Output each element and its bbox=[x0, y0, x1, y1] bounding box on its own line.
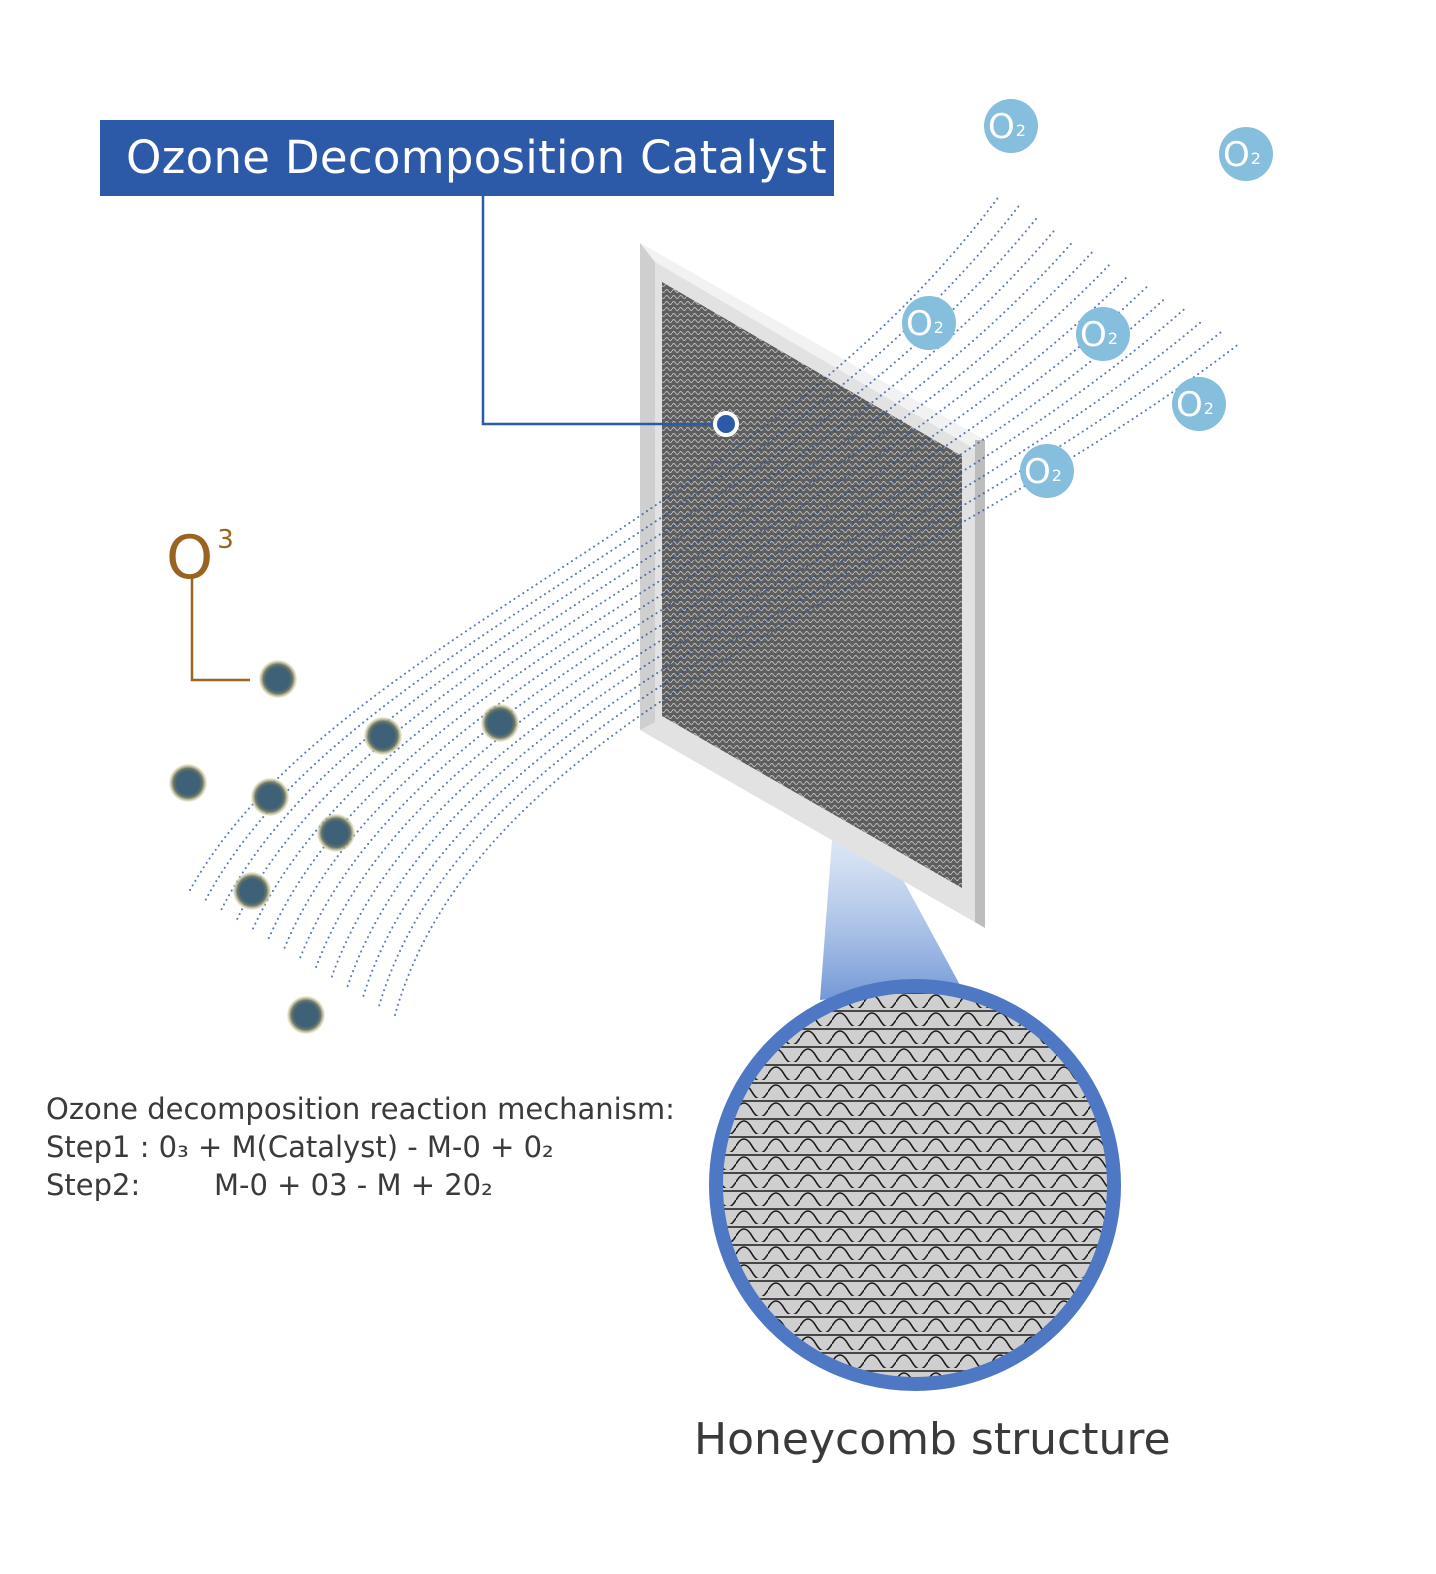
airflow-line bbox=[394, 342, 1241, 1016]
honeycomb-magnifier bbox=[709, 979, 1121, 1391]
airflow-line bbox=[346, 307, 1186, 988]
airflow-line bbox=[362, 319, 1205, 997]
airflow-line bbox=[378, 330, 1223, 1007]
o2-molecule: O2 bbox=[1219, 127, 1273, 181]
o2-molecule-circle bbox=[984, 99, 1038, 153]
o2-molecule-circle bbox=[1172, 377, 1226, 431]
o3-molecule bbox=[233, 872, 271, 910]
o3-molecule bbox=[317, 814, 355, 852]
title-leader-line bbox=[481, 196, 739, 437]
o2-molecule: O2 bbox=[984, 99, 1038, 153]
o3-molecule bbox=[251, 778, 289, 816]
o2-molecule-circle bbox=[902, 296, 956, 350]
o2-molecule: O2 bbox=[902, 296, 956, 350]
mechanism-step1: Step1 : 0₃ + M(Catalyst) - M-0 + 0₂ bbox=[46, 1130, 554, 1164]
title-text: Ozone Decomposition Catalyst bbox=[126, 131, 827, 184]
o2-molecule: O2 bbox=[1172, 377, 1226, 431]
callout-point bbox=[713, 411, 739, 437]
o2-molecule-circle bbox=[1020, 444, 1074, 498]
o2-molecule: O2 bbox=[1076, 307, 1130, 361]
o3-molecule bbox=[169, 764, 207, 802]
honeycomb-label: Honeycomb structure bbox=[694, 1414, 1171, 1465]
o3-molecule bbox=[481, 704, 519, 742]
airflow-line bbox=[330, 296, 1168, 978]
airflow-line bbox=[299, 273, 1131, 959]
o3-molecule bbox=[364, 717, 402, 755]
o3-superscript: 3 bbox=[217, 525, 234, 555]
mechanism-heading: Ozone decomposition reaction mechanism: bbox=[46, 1092, 675, 1126]
o2-molecule: O2 bbox=[1020, 444, 1074, 498]
airflow-line bbox=[204, 205, 1020, 901]
mechanism-step2-label: Step2: bbox=[46, 1168, 141, 1202]
o3-leader-line bbox=[190, 578, 250, 682]
airflow-line bbox=[236, 228, 1057, 920]
filter-mesh bbox=[662, 282, 962, 888]
airflow-line bbox=[315, 285, 1149, 968]
o3-molecule bbox=[259, 660, 297, 698]
mechanism-step2: Step2: M-0 + 03 - M + 20₂ bbox=[46, 1166, 675, 1204]
o3-molecules bbox=[169, 660, 519, 1034]
o2-molecule-circle bbox=[1076, 307, 1130, 361]
reaction-mechanism: Ozone decomposition reaction mechanism: … bbox=[46, 1090, 675, 1204]
o2-molecule-circle bbox=[1219, 127, 1273, 181]
o3-symbol: O bbox=[166, 523, 214, 593]
title-banner: Ozone Decomposition Catalyst bbox=[100, 120, 834, 196]
mechanism-step2-formula: M-0 + 03 - M + 20₂ bbox=[214, 1168, 493, 1202]
o3-molecule bbox=[287, 996, 325, 1034]
